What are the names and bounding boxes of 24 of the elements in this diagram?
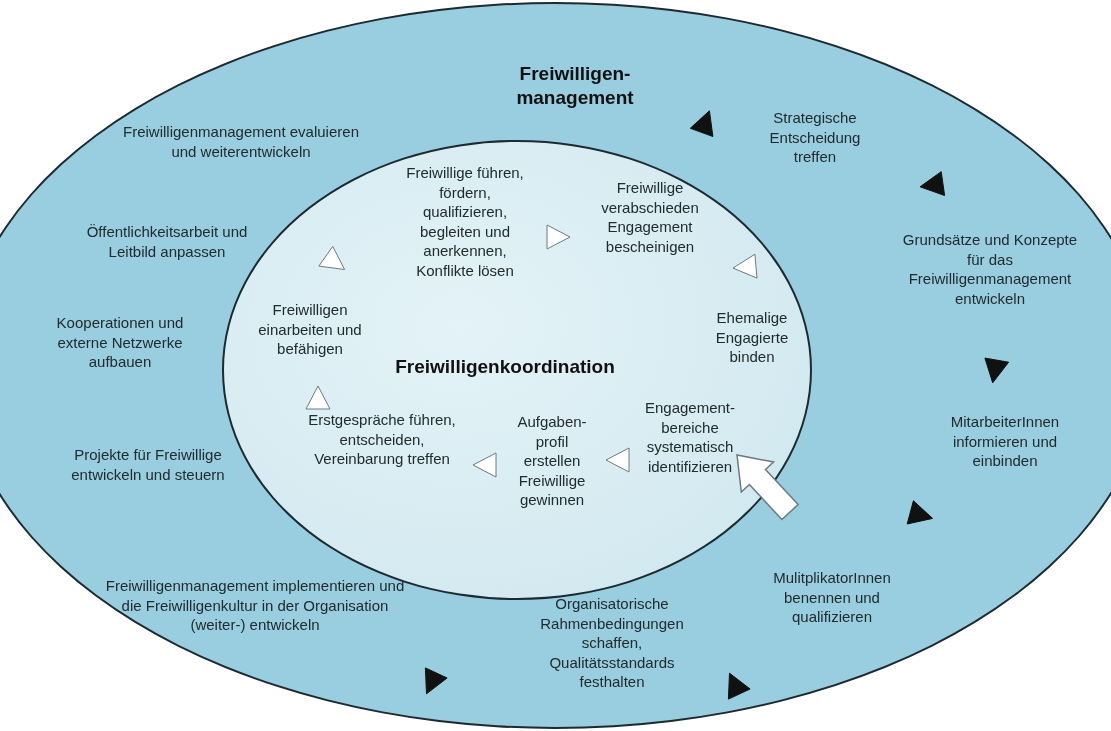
step-text: Grundsätze und Konzepte für das Freiwilligenmanagement entwickeln bbox=[901, 230, 1079, 308]
step-text: Ehemalige Engagierte binden bbox=[711, 308, 793, 367]
step-text: Organisatorische Rahmenbedingungen schaffen, Qualitätsstandards festhalten bbox=[537, 594, 687, 692]
step-text: Freiwillige führen, fördern, qualifizieren, begleiten und anerkennen, Konflikte lösen bbox=[401, 163, 529, 280]
arrowhead-triangle bbox=[605, 447, 630, 473]
arrowhead-triangle bbox=[546, 224, 571, 250]
step-text: Freiwilligen einarbeiten und befähigen bbox=[251, 300, 369, 359]
step-text: MitarbeiterInnen informieren und einbinden bbox=[937, 412, 1073, 471]
step-text: Kooperationen und externe Netzwerke aufbauen bbox=[47, 313, 193, 372]
diagram-heading: Freiwilligen-management bbox=[515, 62, 635, 110]
step-text: Freiwillige verabschieden Engagement bescheinigen bbox=[594, 178, 706, 256]
step-text: Freiwilligenmanagement implementieren und die Freiwilligenkultur in der Organisation (weiter-) entwickeln bbox=[100, 576, 410, 635]
step-text: Projekte für Freiwillige entwickeln und steuern bbox=[43, 445, 253, 484]
diagram-heading: Freiwilligenkoordination bbox=[394, 355, 616, 379]
step-text: MulitplikatorInnen benennen und qualifizieren bbox=[759, 568, 905, 627]
arrowhead-triangle bbox=[472, 452, 497, 478]
arrowhead-triangle bbox=[305, 385, 331, 410]
step-text: Strategische Entscheidung treffen bbox=[757, 108, 873, 167]
step-text: Aufgaben-profil erstellen Freiwillige gewinnen bbox=[508, 412, 596, 510]
step-text: Engagement-bereiche systematisch identifizieren bbox=[638, 398, 742, 476]
block-arrow bbox=[736, 454, 800, 521]
step-text: Erstgespräche führen, entscheiden, Vereinbarung treffen bbox=[303, 410, 461, 469]
step-text: Öffentlichkeitsarbeit und Leitbild anpassen bbox=[82, 222, 252, 261]
step-text: Freiwilligenmanagement evaluieren und weiterentwickeln bbox=[113, 122, 369, 161]
